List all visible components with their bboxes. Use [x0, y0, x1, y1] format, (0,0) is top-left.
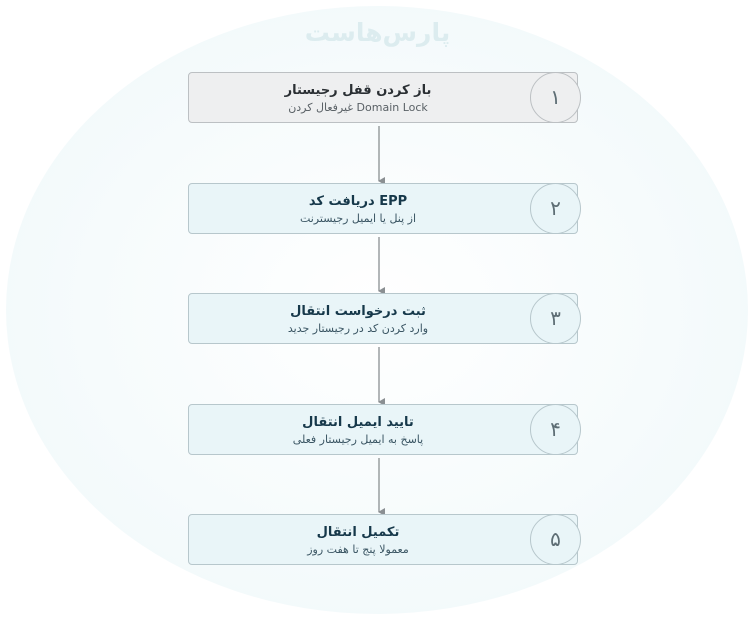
step-4: تایید ایمیل انتقال پاسخ به ایمیل رجیستار… — [188, 404, 583, 457]
step-number-badge: ۱ — [530, 72, 581, 123]
step-number-badge: ۳ — [530, 293, 581, 344]
step-subtitle: وارد کردن کد در رجیستار جدید — [287, 322, 429, 335]
step-title: ثبت درخواست انتقال — [290, 304, 426, 319]
step-number-badge: ۴ — [530, 404, 581, 455]
step-box — [188, 293, 578, 344]
step-text: تایید ایمیل انتقال پاسخ به ایمیل رجیستار… — [188, 404, 528, 455]
step-1: باز کردن قفل رجیستار Domain Lock غیرفعال… — [188, 72, 583, 125]
step-box — [188, 404, 578, 455]
step-subtitle: پاسخ به ایمیل رجیستار فعلی — [292, 433, 424, 446]
step-title: باز کردن قفل رجیستار — [284, 83, 432, 98]
step-3: ثبت درخواست انتقال وارد کردن کد در رجیست… — [188, 293, 583, 346]
step-subtitle: معمولا پنج تا هفت روز — [307, 543, 409, 556]
step-2: EPP دریافت کد از پنل یا ایمیل رجیسترنت ۲ — [188, 183, 583, 236]
step-subtitle: Domain Lock غیرفعال کردن — [288, 101, 428, 114]
step-number-badge: ۵ — [530, 514, 581, 565]
step-5: تکمیل انتقال معمولا پنج تا هفت روز ۵ — [188, 514, 583, 567]
step-title: EPP دریافت کد — [308, 194, 408, 209]
step-text: ثبت درخواست انتقال وارد کردن کد در رجیست… — [188, 293, 528, 344]
step-number-badge: ۲ — [530, 183, 581, 234]
step-title: تایید ایمیل انتقال — [302, 415, 414, 430]
step-text: EPP دریافت کد از پنل یا ایمیل رجیسترنت — [188, 183, 528, 234]
watermark-logo: پارس‌هاست — [304, 18, 451, 47]
step-title: تکمیل انتقال — [316, 525, 400, 540]
step-box — [188, 514, 578, 565]
step-text: تکمیل انتقال معمولا پنج تا هفت روز — [188, 514, 528, 565]
step-box — [188, 72, 578, 123]
step-box — [188, 183, 578, 234]
step-text: باز کردن قفل رجیستار Domain Lock غیرفعال… — [188, 72, 528, 123]
step-subtitle: از پنل یا ایمیل رجیسترنت — [299, 212, 417, 225]
